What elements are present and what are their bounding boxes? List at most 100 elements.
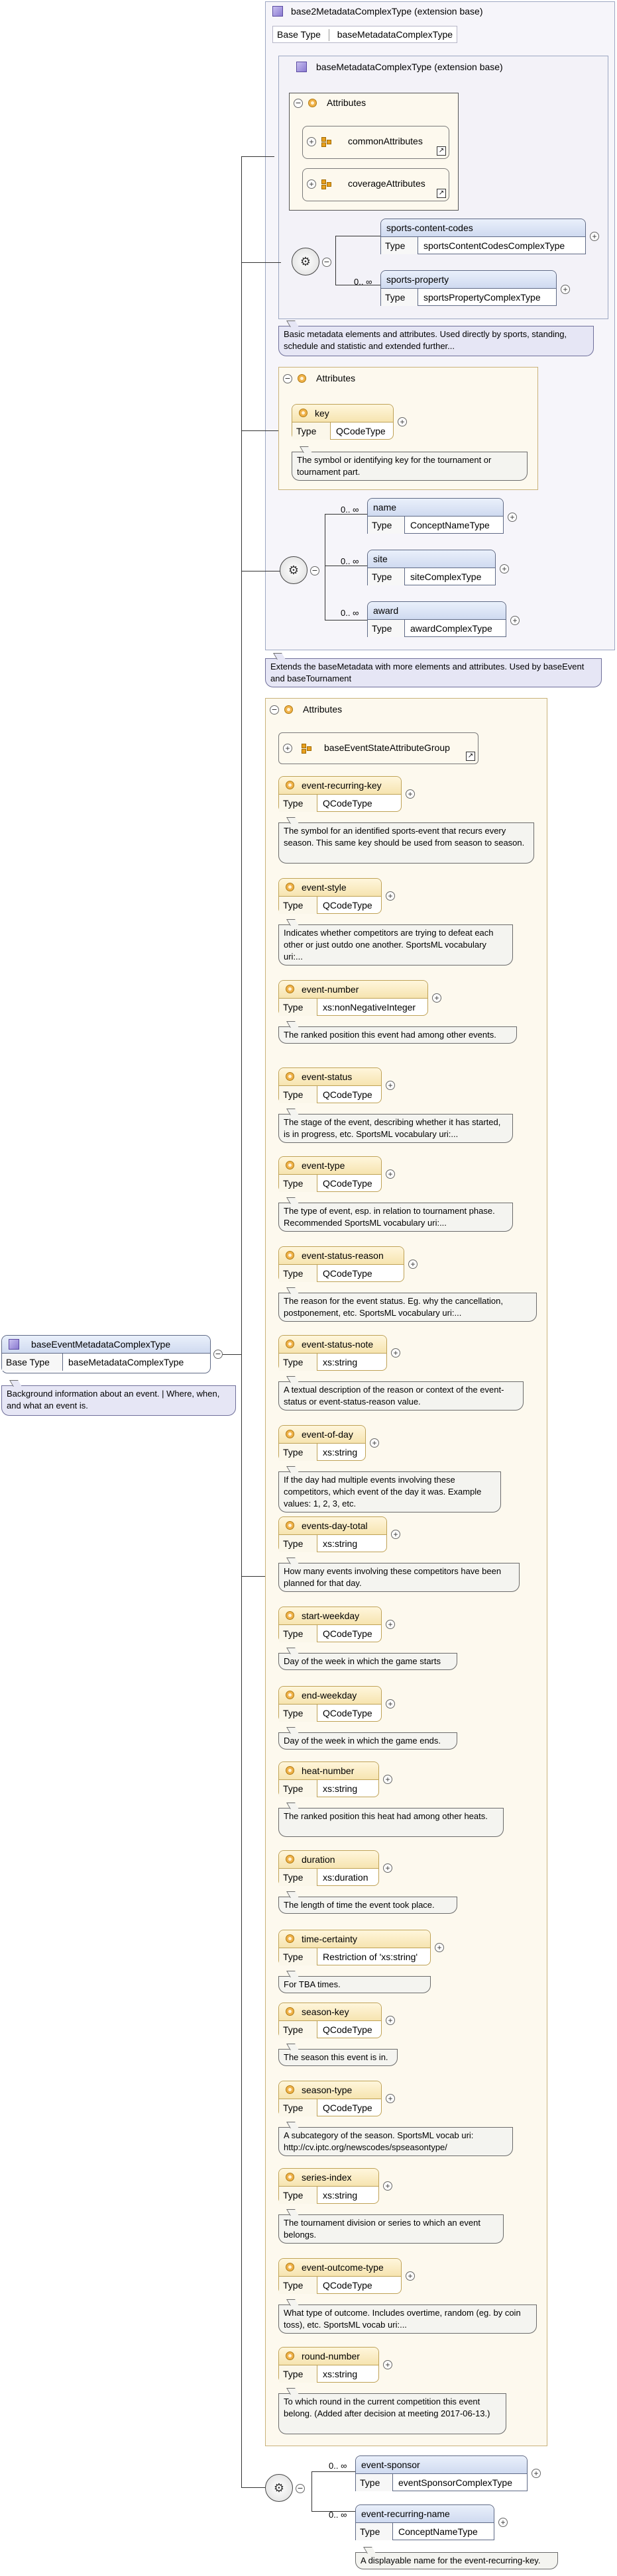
expand-icon[interactable]: + [508,513,517,522]
expand-icon[interactable]: + [383,2360,392,2369]
attribute-name: key [315,408,329,419]
expand-icon[interactable]: + [391,1530,400,1539]
expand-icon[interactable]: + [532,2469,541,2478]
expand-icon[interactable]: + [370,1438,379,1448]
expand-icon[interactable]: + [307,137,316,146]
sequence-icon: ⚙ [265,2474,293,2502]
attribute-type: QCodeType [323,2103,372,2113]
attribute-name: event-number [302,984,359,995]
expand-icon[interactable]: + [500,564,509,573]
expand-icon[interactable]: + [307,179,316,189]
link-icon[interactable]: ↗ [437,189,446,198]
element-type: sportsContentCodesComplexType [423,240,565,251]
attribute-doc: The ranked position this event had among… [278,1026,517,1044]
link-icon[interactable]: ↗ [437,146,446,156]
expand-icon[interactable]: + [383,1863,392,1873]
expand-icon[interactable]: + [498,2518,508,2527]
attribute-type: QCodeType [323,798,372,809]
multiplicity: 0.. ∞ [341,608,359,618]
collapse-icon[interactable]: − [310,566,319,575]
attribute-type: QCodeType [323,1178,372,1189]
attribute-name: end-weekday [302,1690,357,1701]
multiplicity: 0.. ∞ [354,277,372,287]
expand-icon[interactable]: + [432,993,441,1003]
expand-icon[interactable]: + [406,789,415,799]
sequence-icon: ⚙ [280,556,308,584]
expand-icon[interactable]: + [510,616,520,625]
attribute-name: season-type [302,2085,353,2095]
element-type: awardComplexType [410,623,492,634]
expand-icon[interactable]: + [408,1260,418,1269]
complex-type-icon [272,6,283,17]
attribute-icon [286,1340,294,1348]
expand-icon[interactable]: + [383,2181,392,2191]
attribute-group-coverage[interactable]: + coverageAttributes ↗ [302,168,449,201]
attribute-group-base-event-state[interactable]: + baseEventStateAttributeGroup ↗ [278,732,478,764]
link-icon[interactable]: ↗ [466,752,475,761]
element-type: siteComplexType [410,571,482,582]
collapse-icon[interactable]: − [270,705,279,715]
collapse-icon[interactable]: − [322,257,331,267]
expand-icon[interactable]: + [386,1699,395,1709]
expand-icon[interactable]: + [561,285,570,294]
type-key: Type [279,1705,317,1722]
expand-icon[interactable]: + [386,1169,395,1179]
expand-icon[interactable]: + [391,1348,400,1358]
attribute-doc: The season this event is in. [278,2049,398,2066]
expand-icon[interactable]: + [386,1620,395,1629]
attribute-icon [286,985,294,993]
expand-icon[interactable]: + [386,2094,395,2103]
expand-icon[interactable]: + [386,1081,395,1090]
expand-icon[interactable]: + [383,1775,392,1784]
expand-icon[interactable]: + [406,2271,415,2281]
expand-icon[interactable]: + [398,417,407,426]
attribute-icon [286,1161,294,1169]
expand-icon[interactable]: + [386,891,395,901]
expand-icon[interactable]: + [283,744,292,753]
collapse-icon[interactable]: − [296,2483,305,2493]
element-name-label: event-recurring-name [356,2505,494,2523]
attribute-doc: If the day had multiple events involving… [278,1471,501,1512]
expand-icon[interactable]: + [590,232,599,241]
expand-icon[interactable]: + [386,2016,395,2025]
attribute-doc: For TBA times. [278,1976,431,1993]
element-name-label: event-sponsor [356,2456,527,2474]
collapse-icon[interactable]: − [213,1349,223,1359]
attribute-group-common[interactable]: + commonAttributes ↗ [302,126,449,159]
type-key: Type [279,2365,317,2383]
expand-icon[interactable]: + [435,1943,444,1952]
collapse-icon[interactable]: − [283,373,292,383]
attribute-icon [286,1691,294,1699]
collapse-icon[interactable]: − [294,98,303,108]
attribute-name: duration [302,1854,335,1865]
element-name-label: site [368,550,495,568]
